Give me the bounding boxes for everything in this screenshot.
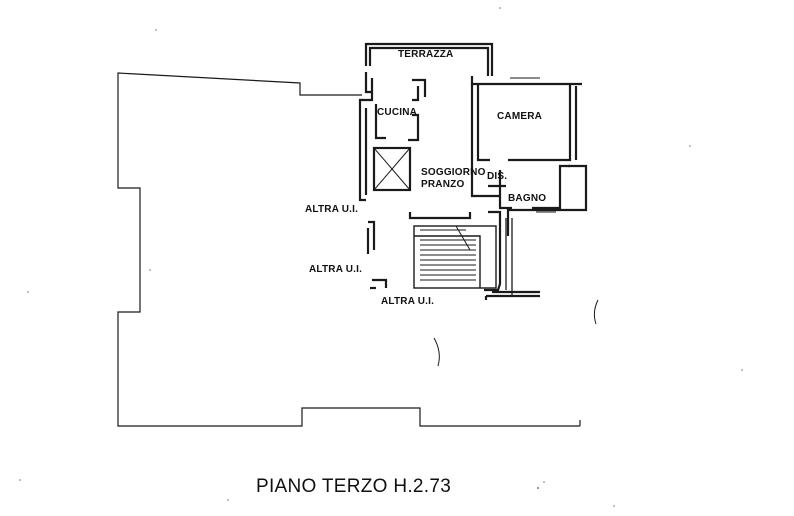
stair-treads (420, 225, 476, 281)
room-label-cucina: CUCINA (377, 107, 418, 118)
apartment-walls (358, 42, 588, 300)
room-label-soggiorno: SOGGIORNO (421, 167, 486, 178)
building-outline (117, 72, 581, 427)
window-marks (433, 77, 599, 367)
room-label-terrazza: TERRAZZA (398, 49, 454, 60)
other-unit-label: ALTRA U.I. (309, 264, 363, 275)
room-label-bagno: BAGNO (508, 193, 547, 204)
room-label-camera: CAMERA (497, 111, 543, 122)
other-unit-label: ALTRA U.I. (381, 296, 435, 307)
room-label-dis: DIS. (487, 171, 508, 182)
plan-title: PIANO TERZO H.2.73 (256, 476, 452, 497)
scan-specks (19, 7, 743, 507)
other-unit-label: ALTRA U.I. (305, 204, 359, 215)
room-label-pranzo: PRANZO (421, 179, 465, 190)
